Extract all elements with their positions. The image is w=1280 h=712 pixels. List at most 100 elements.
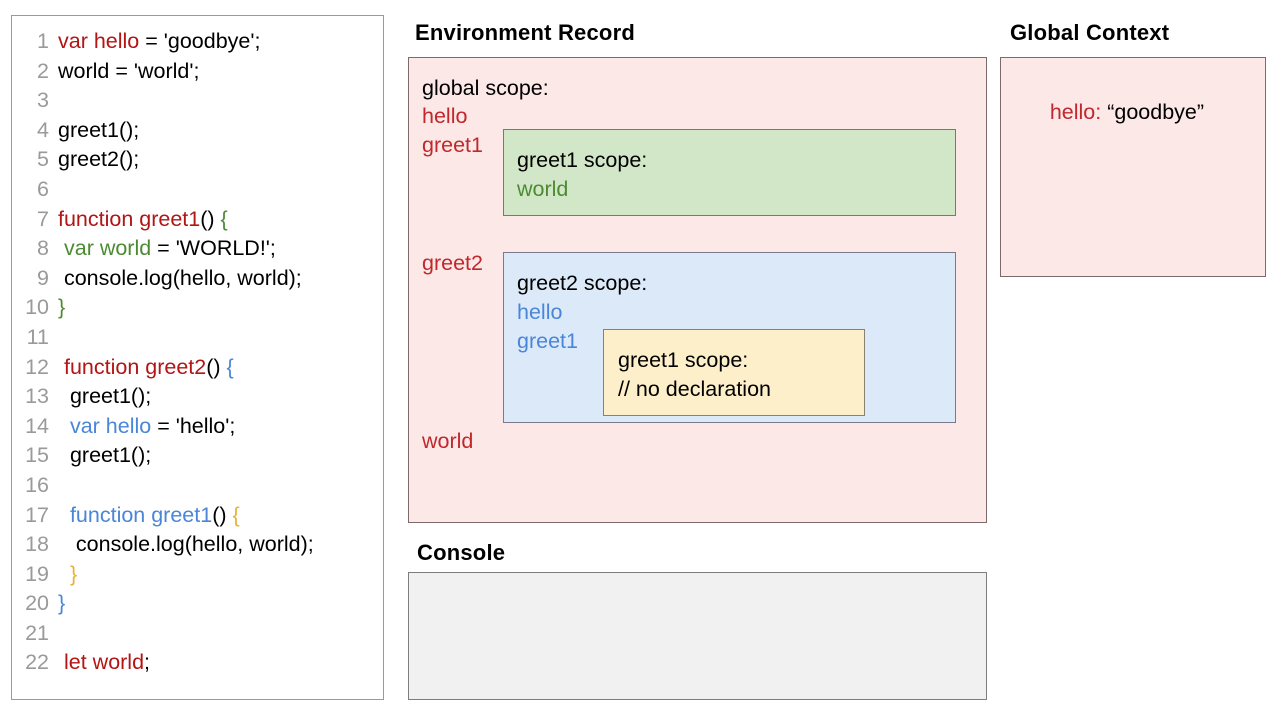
code-line-text: greet1(); [58, 116, 139, 146]
greet1-scope-label: greet1 scope: [517, 148, 648, 172]
code-line-text: world = 'world'; [58, 57, 199, 87]
global-scope-var-greet1: greet1 [422, 133, 483, 157]
greet2-scope-var-greet1: greet1 [517, 329, 578, 353]
global-scope-var-world: world [422, 429, 474, 453]
global-context-panel: hello: “goodbye” [1000, 57, 1266, 277]
code-line-number: 11 [26, 324, 49, 349]
code-token: = 'goodbye'; [139, 29, 261, 53]
code-token: console.log(hello, world); [58, 532, 314, 557]
greet1-inner-scope-box: greet1 scope: // no declaration [603, 329, 865, 416]
code-line: 21 [12, 619, 383, 649]
global-context-entry: hello: “goodbye” [1014, 75, 1204, 150]
code-line-text: var hello = 'hello'; [58, 412, 235, 442]
code-token: function greet2 [63, 354, 207, 379]
code-line: 18 console.log(hello, world); [12, 530, 383, 560]
code-token: { [220, 206, 228, 231]
code-line-number: 19 [25, 561, 49, 586]
code-line: 20} [12, 589, 383, 619]
code-token: } [69, 561, 78, 586]
global-context-title: Global Context [1010, 20, 1170, 45]
code-token: () [206, 354, 227, 379]
code-line-number: 9 [37, 265, 49, 290]
code-line-number: 2 [37, 58, 49, 83]
code-token: function greet1 [58, 206, 201, 231]
code-line-text: } [58, 293, 65, 323]
code-token [58, 562, 70, 586]
code-line-number: 17 [25, 502, 49, 527]
code-line-number: 10 [25, 295, 49, 320]
code-line-text: function greet1() { [58, 205, 228, 235]
code-line-number: 21 [25, 620, 49, 645]
code-line: 7 function greet1() { [12, 205, 383, 235]
greet1-inner-scope-note: // no declaration [618, 377, 771, 401]
global-context-entry-key: hello: [1049, 100, 1102, 124]
code-line-number: 22 [25, 650, 49, 675]
code-line-number: 7 [37, 206, 49, 231]
code-line: 8 var world = 'WORLD!'; [12, 234, 383, 264]
global-scope-var-hello: hello [422, 104, 468, 128]
code-line-text: console.log(hello, world); [58, 264, 302, 294]
code-line: 9 console.log(hello, world); [12, 264, 383, 294]
code-line: 1 var hello = 'goodbye'; [12, 27, 383, 57]
code-token [58, 414, 70, 438]
code-line-list: 1 var hello = 'goodbye'; 2 world = 'world';… [12, 27, 383, 678]
code-line-number: 15 [25, 443, 49, 468]
code-line-number: 8 [37, 236, 49, 261]
code-line-text: } [58, 560, 77, 590]
console-panel[interactable] [408, 572, 987, 700]
code-line-number: 5 [37, 147, 49, 172]
code-token: greet1(); [58, 117, 140, 142]
code-token: var hello [58, 29, 140, 53]
code-token: = 'WORLD!'; [151, 236, 276, 261]
code-line-number: 4 [37, 117, 49, 142]
code-token: } [58, 295, 66, 320]
code-line-number: 12 [25, 354, 49, 379]
code-line: 22 let world; [12, 648, 383, 678]
greet1-scope-var-world: world [517, 177, 569, 201]
code-token: greet1(); [58, 443, 152, 468]
code-token: } [58, 591, 66, 616]
greet1-inner-scope-label: greet1 scope: [618, 348, 749, 372]
code-token: { [232, 502, 240, 527]
code-line-text: function greet2() { [58, 353, 234, 383]
global-scope-var-greet2: greet2 [422, 251, 483, 275]
code-token: = 'hello'; [151, 413, 236, 438]
code-line: 17 function greet1() { [12, 501, 383, 531]
code-token: let world [63, 650, 145, 675]
code-token: var hello [69, 413, 152, 438]
code-line: 15 greet1(); [12, 441, 383, 471]
code-line-number: 1 [37, 29, 49, 53]
code-line: 4 greet1(); [12, 116, 383, 146]
code-line-number: 13 [25, 384, 49, 409]
code-token: greet2(); [58, 147, 140, 172]
code-line-text: function greet1() { [58, 501, 240, 531]
code-line-text: var hello = 'goodbye'; [58, 27, 260, 57]
code-line: 6 [12, 175, 383, 205]
code-token: console.log(hello, world); [58, 265, 302, 290]
greet1-scope-box: greet1 scope: world [503, 129, 956, 216]
code-line-text: console.log(hello, world); [58, 530, 314, 560]
code-line-text: } [58, 589, 65, 619]
code-line-text: greet2(); [58, 145, 139, 175]
code-line-number: 16 [25, 472, 49, 497]
global-context-entry-value: “goodbye” [1107, 100, 1205, 124]
code-line: 10} [12, 293, 383, 323]
code-line-text: var world = 'WORLD!'; [58, 234, 276, 264]
code-line: 16 [12, 471, 383, 501]
code-line-number: 14 [25, 413, 49, 438]
code-token [58, 503, 70, 527]
code-line: 5 greet2(); [12, 145, 383, 175]
global-scope-label: global scope: [422, 76, 549, 100]
code-editor-panel[interactable]: 1 var hello = 'goodbye'; 2 world = 'world';… [11, 15, 384, 700]
code-line: 3 [12, 86, 383, 116]
code-line: 12 function greet2() { [12, 353, 383, 383]
code-line: 19 } [12, 560, 383, 590]
code-line: 11 [12, 323, 383, 353]
code-token: () [200, 206, 221, 231]
greet2-scope-box: greet2 scope: hello greet1 greet1 scope:… [503, 252, 956, 423]
code-token: () [212, 502, 233, 527]
greet2-scope-var-hello: hello [517, 300, 563, 324]
code-token: var world [63, 236, 152, 261]
code-token: function greet1 [69, 502, 213, 527]
